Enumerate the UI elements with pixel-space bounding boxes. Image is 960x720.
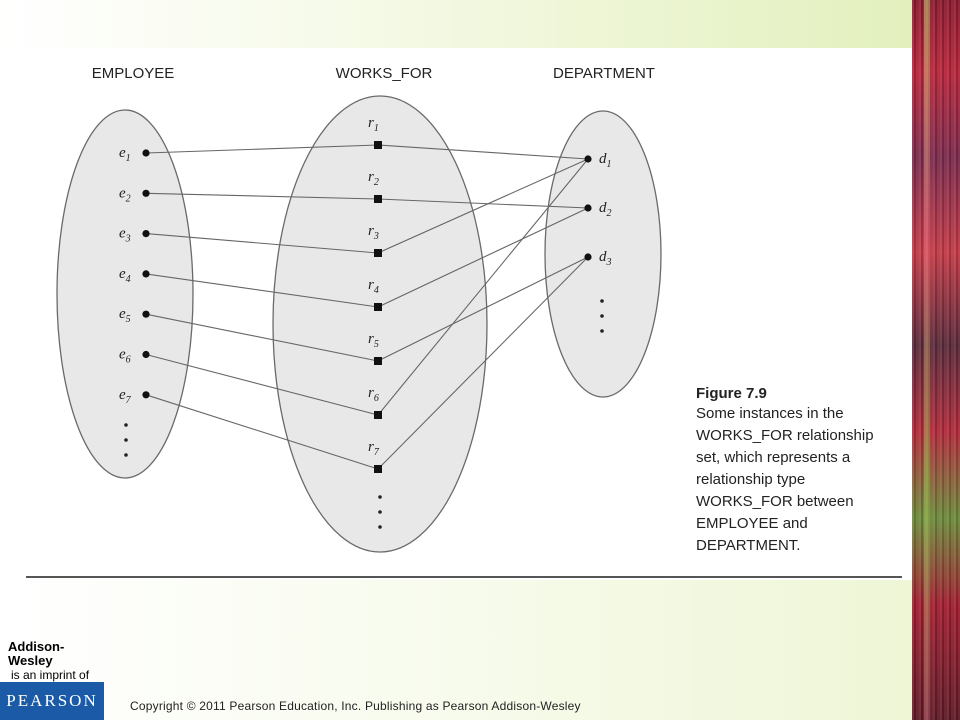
relationship-department-link	[377, 158, 589, 254]
employee-column-title: EMPLOYEE	[92, 65, 175, 82]
employee-relationship-link	[145, 313, 379, 362]
employee-label: e2	[119, 185, 131, 204]
relationship-department-link	[377, 198, 589, 209]
employee-label: e6	[119, 347, 131, 366]
employee-label: e3	[119, 226, 131, 245]
figure-description: Some instances in the WORKS_FOR relation…	[696, 403, 911, 557]
imprint-text: is an imprint of	[11, 668, 90, 682]
figure-title: Figure 7.9	[696, 385, 767, 402]
relationship-department-link	[377, 158, 589, 416]
employee-label: e4	[119, 266, 131, 285]
employee-node	[142, 230, 150, 238]
department-label: d1	[599, 151, 612, 170]
instance-nodes: e1 e2 e3 e4 e5 e6 e7 r1 r2 r3 r4 r5 r6 r7 d1 d2 d3	[119, 115, 612, 473]
relationship-department-link	[377, 207, 589, 308]
footer-band	[0, 580, 912, 720]
relationship-node	[374, 303, 382, 311]
relationship-node	[374, 249, 382, 257]
employee-label: e5	[119, 306, 131, 325]
publisher-name: Addison-Wesley	[8, 639, 65, 668]
relationship-label: r5	[368, 331, 379, 350]
relationship-department-link	[377, 256, 589, 470]
employee-label: e7	[119, 387, 132, 406]
department-ellipsis	[600, 299, 604, 333]
caption-line: DEPARTMENT.	[696, 537, 801, 554]
department-label: d3	[599, 249, 612, 268]
department-set-ellipse	[544, 110, 662, 398]
copyright-text: Copyright © 2011 Pearson Education, Inc.…	[130, 699, 581, 713]
employee-relationship-link	[145, 273, 379, 308]
caption-line: set, which represents a	[696, 449, 851, 466]
relationship-label: r3	[368, 223, 379, 242]
relationship-label: r4	[368, 277, 379, 296]
employee-set-ellipse	[56, 109, 194, 479]
caption-line: WORKS_FOR relationship	[696, 427, 874, 444]
caption-line: EMPLOYEE and	[696, 515, 808, 532]
relationship-node	[374, 141, 382, 149]
employee-ellipsis	[124, 423, 128, 457]
employee-node	[142, 270, 150, 278]
relationship-department-link	[377, 144, 589, 160]
divider-line	[26, 576, 902, 578]
works-for-set-ellipse	[272, 95, 488, 553]
department-node	[584, 155, 592, 163]
relationship-label: r7	[368, 439, 380, 458]
caption-line: Some instances in the	[696, 405, 844, 422]
employee-relationship-link	[145, 353, 379, 416]
employee-node	[142, 310, 150, 318]
employee-node	[142, 189, 150, 197]
relationship-department-link	[377, 256, 589, 362]
employee-node	[142, 391, 150, 399]
relationship-links	[145, 144, 589, 470]
employee-label: e1	[119, 145, 131, 164]
relationship-node	[374, 465, 382, 473]
department-label: d2	[599, 200, 612, 219]
employee-node	[142, 350, 150, 359]
figure-caption: Figure 7.9 Some instances in the WORKS_F…	[696, 384, 911, 557]
department-node	[584, 204, 592, 212]
pearson-logo: PEARSON	[0, 682, 104, 720]
department-node	[584, 253, 592, 261]
decorative-stripe	[912, 0, 960, 720]
employee-node	[142, 149, 150, 157]
decorative-stripe-highlight	[924, 0, 930, 720]
caption-line: relationship type	[696, 471, 806, 488]
relationship-label: r2	[368, 169, 379, 188]
employee-relationship-link	[145, 144, 379, 154]
relationship-node	[374, 195, 382, 203]
header-band	[0, 0, 912, 48]
er-instance-diagram: EMPLOYEE WORKS_FOR DEPARTMENT e1 e2 e3 e4 e5…	[56, 65, 662, 553]
publisher-logo: Addison-Wesley is an imprint of PEARSON	[0, 640, 104, 720]
relationship-node	[374, 357, 382, 365]
works-for-column-title: WORKS_FOR	[336, 65, 433, 82]
relationship-label: r6	[368, 385, 379, 404]
department-column-title: DEPARTMENT	[553, 65, 655, 82]
relationship-node	[374, 411, 382, 419]
employee-relationship-link	[145, 394, 379, 470]
caption-line: WORKS_FOR between	[696, 493, 854, 510]
employee-relationship-link	[145, 233, 379, 254]
relationship-ellipsis	[378, 495, 382, 529]
relationship-label: r1	[368, 115, 379, 134]
employee-relationship-link	[145, 192, 379, 200]
